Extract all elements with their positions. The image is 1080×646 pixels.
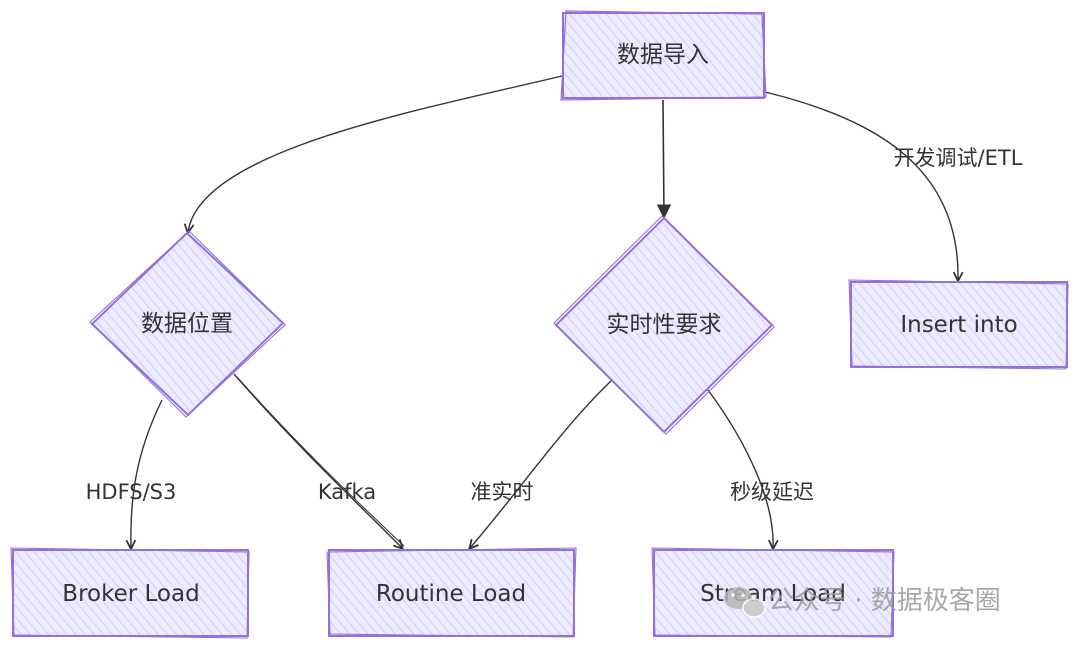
node-data-location: 数据位置 [89,230,286,418]
node-label-data-import: 数据导入 [617,42,709,68]
node-stream-load: Stream Load [651,547,895,638]
edge-label-kafka: Kafka [318,480,376,504]
edge-label-dev-etl: 开发调试/ETL [894,146,1023,170]
edge-location-to-routine [233,373,405,548]
edge-realtime-to-routine [470,379,613,548]
node-label-stream-load: Stream Load [700,581,846,607]
edge-label-second-latency: 秒级延迟 [730,480,814,504]
watermark: 公众号 · 数据极客圈 [724,586,1001,618]
node-label-broker-load: Broker Load [62,581,199,607]
node-label-data-location: 数据位置 [141,311,233,337]
watermark-text: 公众号 · 数据极客圈 [768,586,1001,616]
node-insert-into: Insert into [848,279,1069,370]
edge-import-to-location [188,75,563,232]
node-label-routine-load: Routine Load [376,581,526,607]
edge-location-to-broker [131,399,163,548]
edge-import-to-insert [764,91,958,280]
node-realtime-requirement: 实时性要求 [553,215,775,435]
edge-label-near-realtime: 准实时 [471,480,534,504]
node-data-import: 数据导入 [560,10,767,101]
edge-import-to-realtime [656,99,672,219]
node-routine-load: Routine Load [326,547,577,638]
edge-label-hdfs-s3: HDFS/S3 [86,480,177,504]
edge-realtime-to-stream [707,389,773,548]
node-label-insert-into: Insert into [900,312,1017,338]
wechat-icon [724,587,766,618]
node-label-realtime-requirement: 实时性要求 [607,312,722,338]
node-broker-load: Broker Load [10,547,250,639]
